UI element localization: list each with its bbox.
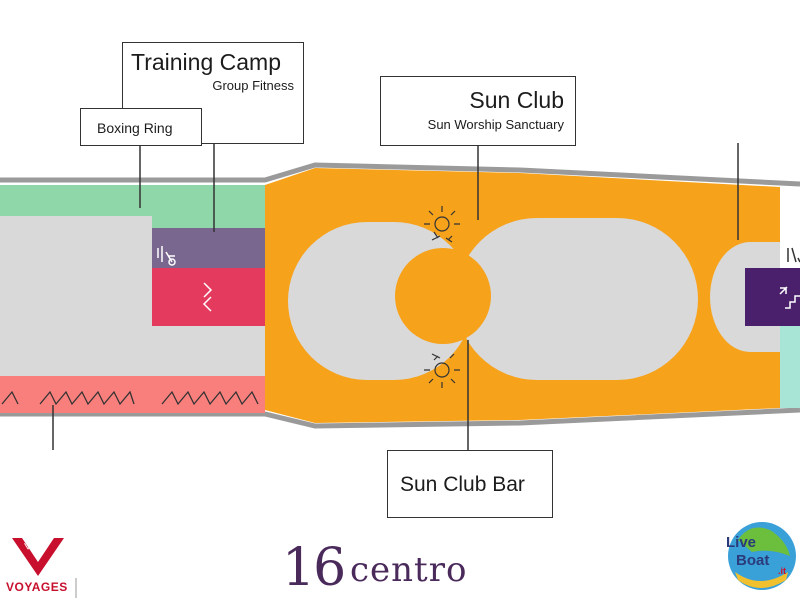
label-subtitle: Sun Worship Sanctuary (427, 117, 564, 132)
pool-right (456, 218, 698, 380)
chevron-icon (202, 282, 213, 312)
label-subtitle: Group Fitness (212, 78, 294, 93)
label-sun-club-bar: Sun Club Bar (387, 450, 553, 518)
label-title: Boxing Ring (97, 120, 173, 136)
label-title: Training Camp (131, 49, 281, 75)
sunbed-icon (161, 390, 259, 406)
deck-number: 16 (282, 538, 346, 598)
stair-area (152, 268, 265, 326)
sunbed-row-area (0, 376, 265, 413)
label-boxing-ring: Boxing Ring (80, 108, 202, 146)
teal-area (780, 326, 800, 408)
boxing-ring-area (0, 185, 265, 228)
sunbed-icon (424, 206, 460, 243)
accessible-icon (787, 247, 800, 263)
liveboat-logo (728, 522, 796, 590)
stairs-icon (779, 286, 800, 309)
label-title: Sun Club Bar (400, 473, 525, 496)
liveboat-line2: Boat (736, 552, 770, 569)
virgin-voyages-logo (12, 538, 64, 576)
sun-club-bar-area (395, 248, 491, 344)
label-title: Sun Club (469, 87, 564, 113)
hull-outline-bottom (0, 407, 800, 429)
liveboat-suffix: .it (778, 566, 786, 576)
sunbed-icon (1, 390, 135, 406)
stairs-area-right (745, 268, 800, 326)
voyages-text: VOYAGES (6, 580, 68, 594)
deck-name: centro (350, 550, 468, 590)
hull-outline (0, 162, 800, 187)
sunbed-icon (424, 353, 460, 388)
liveboat-line1: Live (726, 534, 757, 551)
label-sun-club: Sun Club Sun Worship Sanctuary (380, 76, 576, 146)
fitness-icon (157, 246, 176, 266)
